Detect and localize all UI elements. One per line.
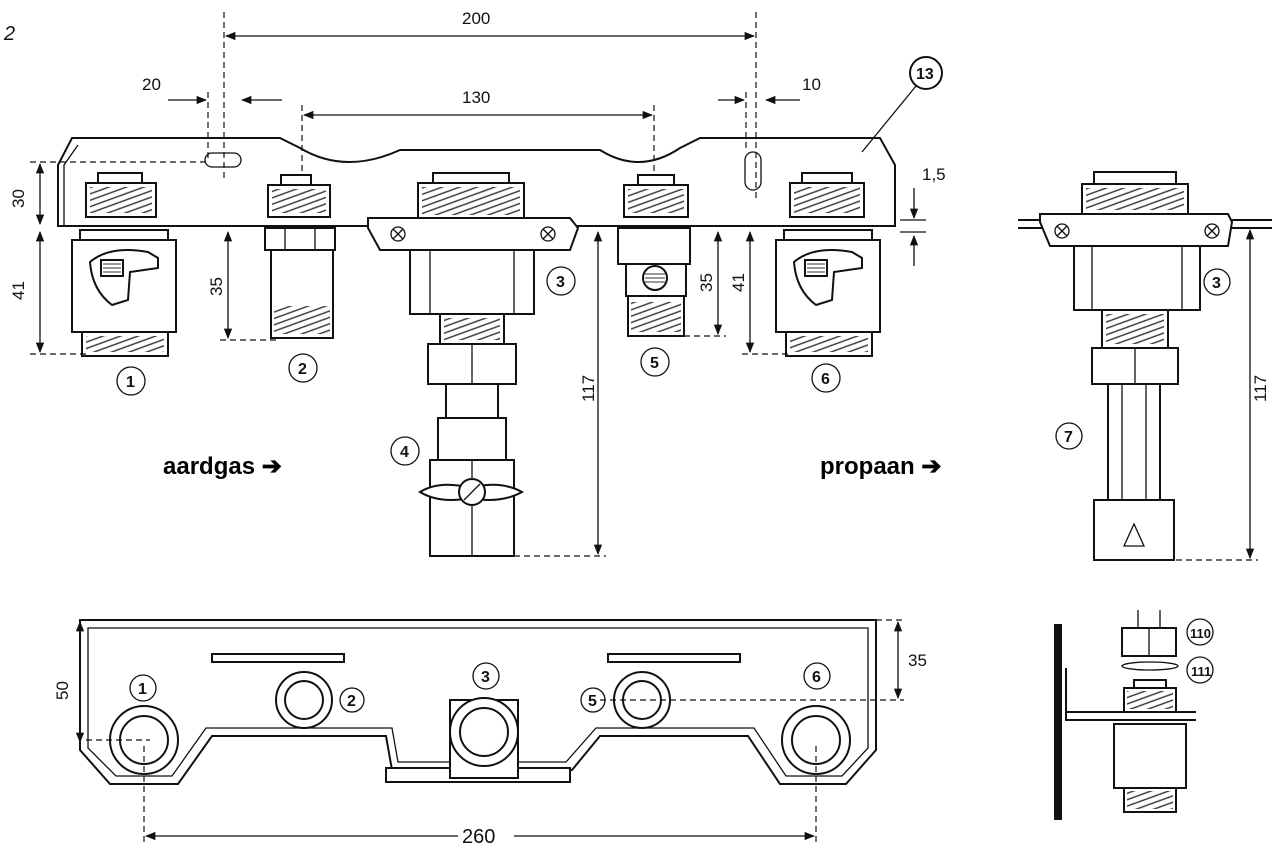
dim-20: 20 [142, 75, 161, 94]
slot-left [204, 152, 242, 168]
dim-35b: 35 [697, 273, 716, 292]
screw-icon [1204, 223, 1220, 239]
callout-4: 4 [400, 444, 409, 461]
dim-30: 30 [9, 189, 28, 208]
nut-3 [417, 172, 525, 220]
screw-icon [1054, 223, 1070, 239]
part-1-valve [71, 229, 177, 357]
callout-5: 5 [650, 355, 659, 372]
callout-1: 1 [126, 374, 135, 391]
nut-2 [267, 174, 331, 218]
dim-117a: 117 [579, 375, 598, 402]
dim-117b: 117 [1251, 375, 1270, 402]
nut-1 [85, 172, 157, 218]
callout-13: 13 [916, 66, 934, 83]
dim-1-5: 1,5 [922, 165, 946, 184]
part-6-valve [775, 229, 881, 357]
bottom-view: 50 35 260 1 2 3 5 6 [53, 619, 927, 848]
propane-view: 117 3 7 [1018, 171, 1272, 561]
callout-3-right: 3 [1212, 275, 1221, 292]
callout-7: 7 [1064, 429, 1073, 446]
dim-260: 260 [462, 826, 495, 848]
bracket-13-outline [57, 137, 896, 227]
bottom-callout-1: 1 [138, 681, 147, 698]
triangle-icon [1122, 522, 1146, 547]
callout-6: 6 [821, 371, 830, 388]
part-2-fitting [264, 227, 336, 339]
bottom-callout-2: 2 [347, 693, 356, 710]
dim-35c: 35 [908, 651, 927, 670]
nut-6 [789, 172, 865, 218]
label-aardgas: aardgas ➔ [163, 453, 282, 480]
part-5-fitting [617, 227, 691, 337]
part-4-tap [418, 343, 525, 557]
figure-label: 2 [3, 23, 15, 45]
bracket-inner-edge [63, 144, 79, 226]
bottom-callout-3: 3 [481, 669, 490, 686]
callout-110: 110 [1190, 626, 1211, 641]
mount-plate-3 [367, 217, 580, 251]
screw-icon [540, 226, 556, 242]
callout-2: 2 [298, 361, 307, 378]
screw-icon [390, 226, 406, 242]
dim-130: 130 [462, 88, 490, 107]
detail-view: 110 111 [1054, 610, 1214, 820]
label-propaan: propaan ➔ [820, 453, 941, 480]
front-view: 200 20 130 10 30 41 35 117 35 41 [9, 9, 946, 557]
dim-41b: 41 [729, 273, 748, 292]
callout-3: 3 [556, 274, 565, 291]
nut-5 [623, 174, 689, 218]
part-3-body [409, 249, 535, 345]
bottom-callout-6: 6 [812, 669, 821, 686]
bottom-callout-5: 5 [588, 693, 597, 710]
slot-right [744, 151, 762, 191]
dim-50: 50 [53, 681, 72, 700]
callout-111: 111 [1191, 664, 1211, 679]
dim-35a: 35 [207, 277, 226, 296]
dim-41a: 41 [9, 281, 28, 300]
dim-200: 200 [462, 9, 490, 28]
dim-10: 10 [802, 75, 821, 94]
